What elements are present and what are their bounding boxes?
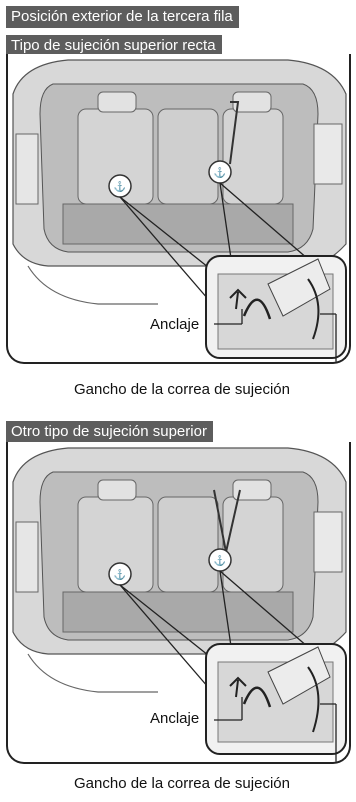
- section-header: Otro tipo de sujeción superior: [6, 421, 213, 443]
- illustration-frame: ⚓ ⚓: [6, 442, 351, 764]
- tether-anchor-icon: ⚓: [208, 548, 232, 572]
- illustration-frame: ⚓ ⚓: [6, 54, 351, 364]
- vehicle-cargo-illustration: ⚓ ⚓: [12, 59, 347, 362]
- anchor-caption: Anclaje: [148, 710, 202, 727]
- svg-text:⚓: ⚓: [214, 166, 226, 179]
- tether-hook-caption: Gancho de la correa de sujeción: [74, 775, 290, 792]
- svg-text:⚓: ⚓: [114, 180, 126, 193]
- tether-anchor-icon: ⚓: [108, 174, 132, 198]
- tether-anchor-icon: ⚓: [208, 160, 232, 184]
- anchor-caption: Anclaje: [148, 316, 202, 333]
- svg-text:⚓: ⚓: [214, 554, 226, 567]
- tether-anchor-icon: ⚓: [108, 562, 132, 586]
- vehicle-cargo-illustration: ⚓ ⚓: [12, 447, 347, 762]
- section-header: Posición exterior de la tercera fila: [6, 6, 239, 28]
- svg-text:⚓: ⚓: [114, 568, 126, 581]
- tether-hook-caption: Gancho de la correa de sujeción: [74, 381, 290, 398]
- section-subheader: Tipo de sujeción superior recta: [6, 35, 222, 57]
